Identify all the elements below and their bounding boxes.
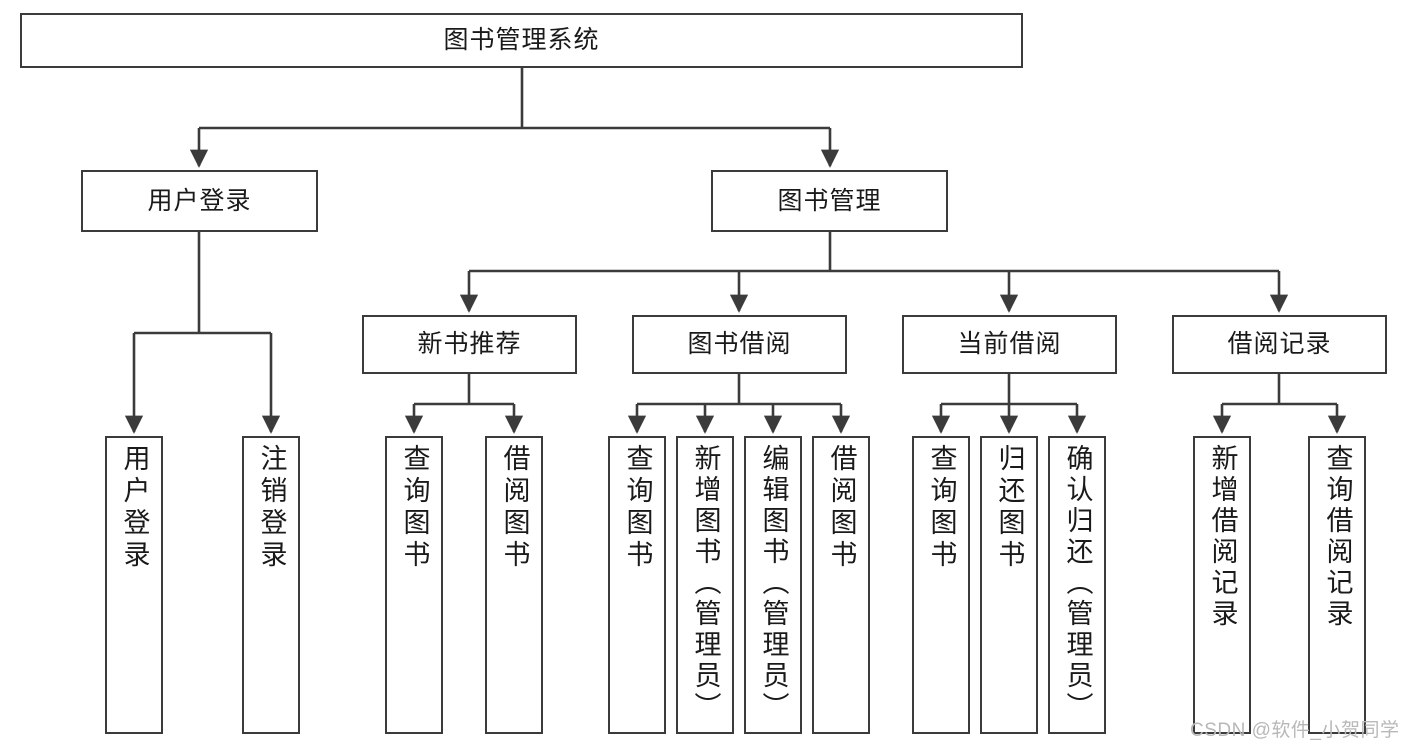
node-label: 注销登录	[256, 444, 287, 572]
node-label: 用户登录	[147, 186, 252, 215]
node-book-borrow[interactable]: 图书借阅	[632, 315, 847, 374]
node-label: 图书管理	[777, 186, 882, 215]
node-label: 查询图书	[622, 444, 653, 572]
node-label: 图书借阅	[687, 330, 792, 358]
node-book-management[interactable]: 图书管理	[711, 170, 948, 232]
node-user-login[interactable]: 用户登录	[81, 170, 318, 232]
node-label: 图书管理系统	[443, 26, 600, 54]
node-label: 查询借阅记录	[1322, 444, 1353, 630]
node-new-book-recommend[interactable]: 新书推荐	[362, 315, 577, 374]
node-label: 借阅记录	[1227, 330, 1332, 358]
node-label: 确认归还（管理员）	[1062, 444, 1093, 723]
leaf-borrow-book[interactable]: 借阅图书	[812, 436, 870, 734]
node-label: 查询图书	[926, 444, 957, 572]
node-root-system[interactable]: 图书管理系统	[20, 13, 1023, 68]
node-label: 归还图书	[994, 444, 1025, 572]
node-label: 新增图书（管理员）	[690, 444, 721, 723]
leaf-query-borrow-record[interactable]: 查询借阅记录	[1308, 436, 1366, 734]
leaf-confirm-return-admin[interactable]: 确认归还（管理员）	[1048, 436, 1106, 734]
leaf-query-book-recommend[interactable]: 查询图书	[385, 436, 443, 734]
leaf-add-borrow-record[interactable]: 新增借阅记录	[1193, 436, 1251, 734]
node-label: 新书推荐	[417, 330, 522, 358]
node-label: 借阅图书	[499, 444, 530, 572]
leaf-return-book[interactable]: 归还图书	[980, 436, 1038, 734]
leaf-user-login[interactable]: 用户登录	[105, 436, 163, 734]
node-borrow-record[interactable]: 借阅记录	[1172, 315, 1387, 374]
node-label: 新增借阅记录	[1207, 444, 1238, 630]
leaf-edit-book-admin[interactable]: 编辑图书（管理员）	[744, 436, 802, 734]
node-label: 借阅图书	[826, 444, 857, 572]
node-label: 编辑图书（管理员）	[758, 444, 789, 723]
leaf-add-book-admin[interactable]: 新增图书（管理员）	[676, 436, 734, 734]
node-label: 查询图书	[399, 444, 430, 572]
node-label: 用户登录	[119, 444, 150, 572]
leaf-logout[interactable]: 注销登录	[242, 436, 300, 734]
node-label: 当前借阅	[957, 330, 1062, 358]
leaf-query-book-borrow[interactable]: 查询图书	[608, 436, 666, 734]
leaf-borrow-book-recommend[interactable]: 借阅图书	[485, 436, 543, 734]
node-current-borrow[interactable]: 当前借阅	[902, 315, 1117, 374]
leaf-query-book-current[interactable]: 查询图书	[912, 436, 970, 734]
